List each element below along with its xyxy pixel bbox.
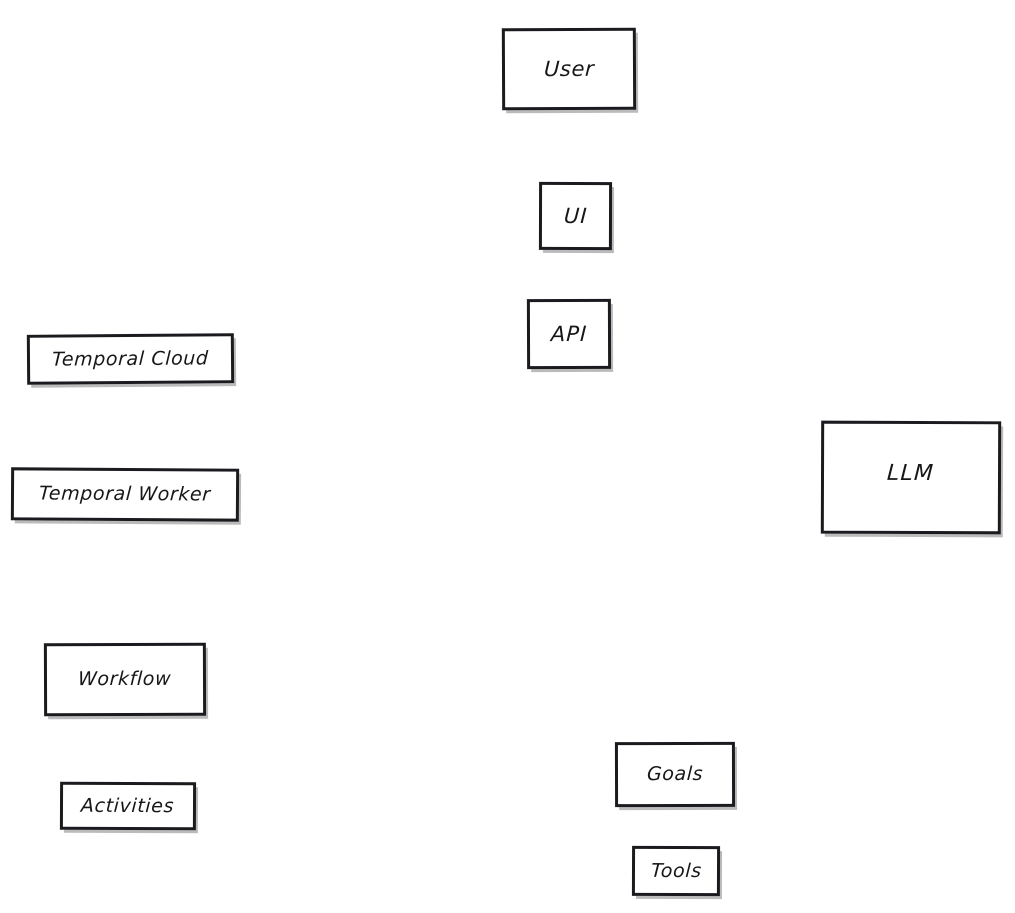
node-user-label: User [543, 56, 595, 81]
node-workflow[interactable]: Workflow [43, 642, 207, 717]
node-activities-label: Activities [80, 794, 176, 817]
node-ui-label: UI [563, 203, 588, 228]
node-tools-label: Tools [650, 859, 702, 882]
node-tools[interactable]: Tools [631, 845, 721, 897]
node-user[interactable]: User [501, 27, 637, 111]
node-temporal-cloud-label: Temporal Cloud [51, 346, 210, 371]
top-caption-strip [0, 0, 1015, 1]
node-goals[interactable]: Goals [614, 741, 736, 808]
node-temporal-cloud[interactable]: Temporal Cloud [26, 333, 235, 385]
node-temporal-worker-label: Temporal Worker [38, 482, 212, 506]
node-ui[interactable]: UI [538, 181, 613, 251]
node-api-label: API [550, 321, 588, 346]
node-llm[interactable]: LLM [820, 420, 1002, 535]
node-goals-label: Goals [646, 762, 704, 786]
node-temporal-worker[interactable]: Temporal Worker [10, 467, 240, 522]
node-activities[interactable]: Activities [59, 781, 197, 831]
node-api[interactable]: API [526, 298, 612, 370]
node-llm-label: LLM [886, 460, 936, 486]
node-workflow-label: Workflow [77, 667, 173, 691]
